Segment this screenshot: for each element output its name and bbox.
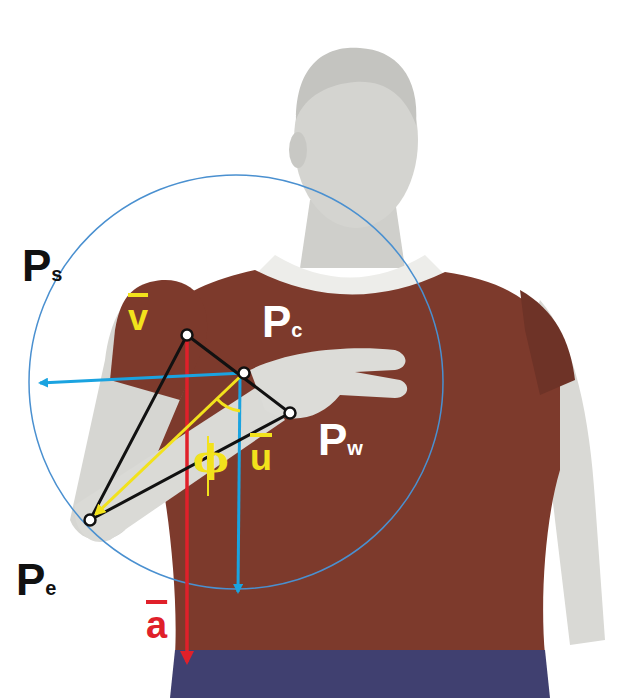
right-sleeve — [520, 290, 575, 395]
reach-sphere — [29, 175, 443, 589]
point-label: Pc — [262, 300, 302, 344]
point-label: Pe — [16, 558, 56, 602]
point-label: Ps — [22, 244, 62, 288]
pants — [170, 650, 550, 698]
center-point — [239, 368, 250, 379]
vector-label: u — [250, 440, 272, 476]
angle-label: ϕ — [193, 440, 229, 478]
acceleration-arrow — [185, 335, 189, 662]
ear — [289, 132, 307, 168]
vector-label: a — [146, 606, 167, 644]
angle-arc — [217, 399, 240, 411]
elbow-vector — [96, 373, 244, 514]
vector-label: v — [128, 300, 148, 336]
forearm — [75, 385, 285, 542]
shoulder-point — [182, 330, 193, 341]
v-vector — [40, 373, 244, 383]
hand — [250, 348, 407, 418]
hair — [296, 48, 416, 125]
point-label: Pw — [318, 418, 363, 462]
elbow-point — [85, 515, 96, 526]
wrist-point — [285, 408, 296, 419]
arm-triangle — [90, 335, 290, 520]
